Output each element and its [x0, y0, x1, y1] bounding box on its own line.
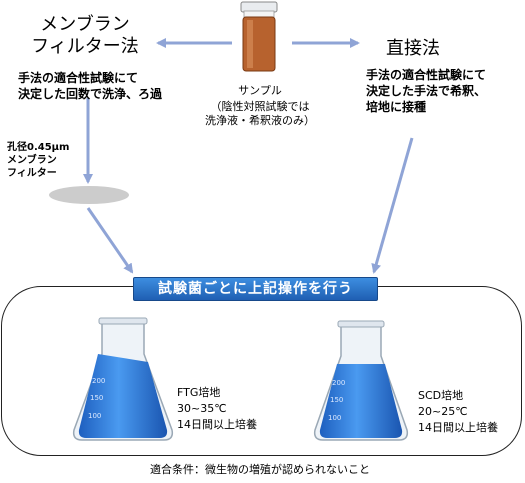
banner-perform-each-organism: 試験菌ごとに上記操作を行う [133, 277, 378, 301]
acceptance-criteria: 適合条件：微生物の増殖が認められないこと [150, 463, 370, 476]
ftg-scale-200: 200 [92, 377, 105, 385]
membrane-filter-title: メンブラン フィルター法 [31, 14, 139, 57]
ftg-scale-150: 150 [90, 394, 103, 402]
filter-label: 孔径0.45μm メンブラン フィルター [7, 142, 70, 179]
membrane-filter-disc [49, 186, 129, 204]
sample-note: （陰性対照試験では 洗浄液・希釈液のみ） [205, 100, 315, 127]
scd-scale-150: 150 [330, 396, 343, 404]
arrow-filter-to-banner [86, 207, 134, 274]
ftg-medium-label: FTG培地 30~35℃ 14日間以上培養 [177, 386, 257, 431]
scd-flask-icon: 200 150 100 [313, 320, 409, 441]
scd-scale-200: 200 [332, 379, 345, 387]
direct-method-title: 直接法 [386, 38, 440, 59]
arrow-direct-to-banner [371, 137, 414, 274]
scd-scale-100: 100 [328, 414, 341, 422]
ftg-scale-100: 100 [88, 412, 101, 420]
sample-label: サンプル [238, 84, 282, 97]
scd-medium-label: SCD培地 20~25℃ 14日間以上培養 [418, 389, 498, 434]
ftg-flask-icon: 200 150 100 [72, 317, 174, 441]
membrane-filter-note: 手法の適合性試験にて 決定した回数で洗浄、ろ過 [18, 71, 163, 101]
direct-method-note: 手法の適合性試験にて 決定した手法で希釈、 培地に接種 [366, 68, 487, 114]
